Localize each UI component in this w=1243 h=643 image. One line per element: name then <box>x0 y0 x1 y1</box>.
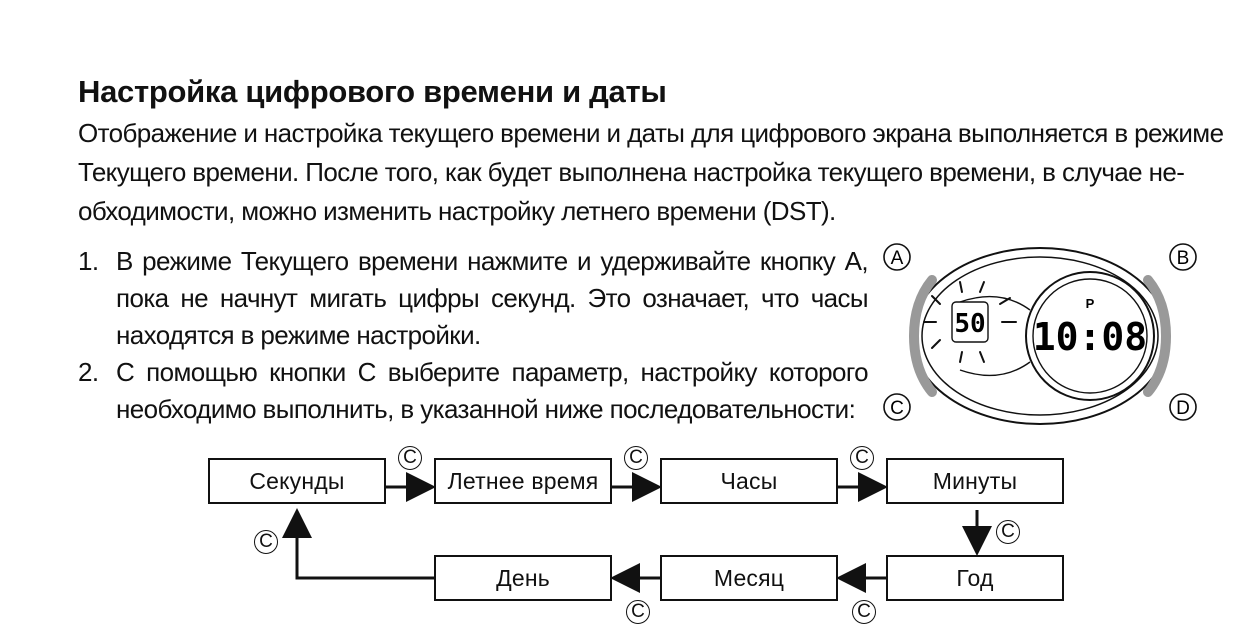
watch-illustration: A B C D 50 P 10:08 <box>883 243 1197 425</box>
c-button-label-icon: C <box>624 446 648 470</box>
flow-box-year: Год <box>886 555 1064 601</box>
step-line: В режиме Текущего времени нажмите и удер… <box>116 246 869 276</box>
step-line: С помощью кнопки C выберите параметр, на… <box>116 357 869 387</box>
svg-text:B: B <box>1177 248 1190 269</box>
svg-text:C: C <box>890 398 904 419</box>
c-button-label-icon: C <box>398 446 422 470</box>
flow-box-day: День <box>434 555 612 601</box>
c-button-label-icon: C <box>850 446 874 470</box>
step-line: пока не начнут мигать цифры секунд. Это … <box>116 283 869 313</box>
button-a-icon: A <box>883 243 911 271</box>
button-d-icon: D <box>1169 393 1197 421</box>
button-c-icon: C <box>883 393 911 421</box>
flow-arrows <box>282 472 992 593</box>
button-b-icon: B <box>1169 243 1197 271</box>
step-line: необходимо выполнить, в указанной ниже п… <box>116 394 856 424</box>
steps-list: 1. В режиме Текущего времени нажмите и у… <box>78 243 869 428</box>
intro-line: Отображение и настройка текущего времени… <box>78 118 1224 148</box>
intro-line: обходимости, можно изменить настройку ле… <box>78 196 836 226</box>
step-1: 1. В режиме Текущего времени нажмите и у… <box>78 243 869 354</box>
page-title: Настройка цифрового времени и даты <box>78 74 667 109</box>
c-button-label-icon: C <box>626 600 650 624</box>
intro-paragraph: Отображение и настройка текущего времени… <box>78 114 1224 231</box>
flow-box-minutes: Минуты <box>886 458 1064 504</box>
left-lug-icon <box>908 275 937 397</box>
pm-indicator: P <box>1086 296 1095 311</box>
step-number: 2. <box>78 357 99 387</box>
time-display: 10:08 <box>1033 315 1147 359</box>
arrow-return-icon <box>282 508 434 580</box>
flow-box-seconds: Секунды <box>208 458 386 504</box>
svg-text:D: D <box>1176 398 1190 419</box>
c-button-label-icon: C <box>254 530 278 554</box>
step-line: находятся в режиме настройки. <box>116 320 481 350</box>
intro-line: Текущего времени. После того, как будет … <box>78 157 1185 187</box>
c-button-label-icon: C <box>996 520 1020 544</box>
step-2: 2. С помощью кнопки C выберите параметр,… <box>78 354 869 428</box>
seconds-display: 50 <box>954 309 985 339</box>
flow-box-hours: Часы <box>660 458 838 504</box>
right-lug-icon <box>1143 275 1172 397</box>
flow-box-month: Месяц <box>660 555 838 601</box>
step-number: 1. <box>78 246 99 276</box>
c-button-label-icon: C <box>852 600 876 624</box>
flow-box-dst: Летнее время <box>434 458 612 504</box>
svg-text:A: A <box>891 248 904 269</box>
flashing-rays-icon <box>923 281 1017 363</box>
